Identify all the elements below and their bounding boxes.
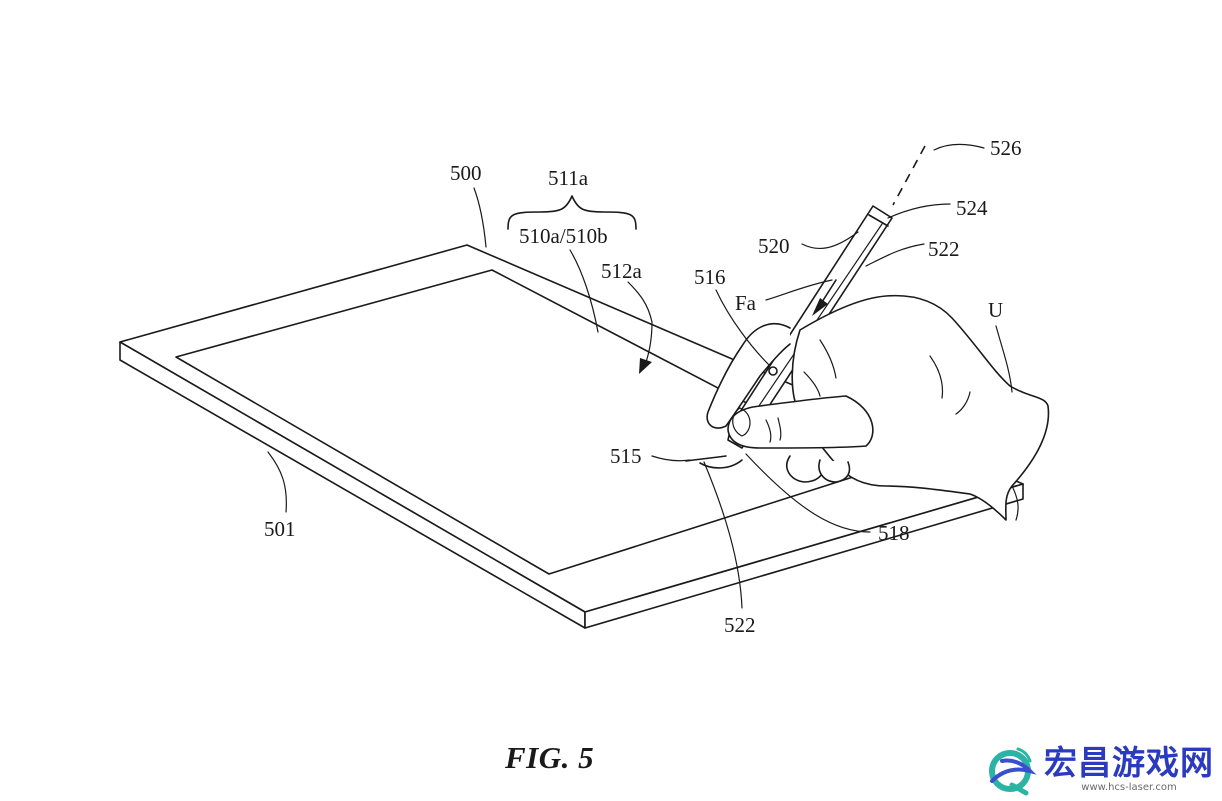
label-522-top: 522 — [928, 237, 960, 261]
label-524: 524 — [956, 196, 988, 220]
dragon-logo-icon — [989, 747, 1037, 796]
watermark-url: www.hcs-laser.com — [1081, 782, 1177, 793]
label-526: 526 — [990, 136, 1022, 160]
hand — [706, 294, 1050, 521]
arrow-512a — [639, 321, 653, 374]
label-510a-510b: 510a/510b — [519, 224, 608, 248]
force-arrow — [812, 279, 837, 316]
label-511a: 511a — [548, 166, 589, 190]
label-u: U — [988, 298, 1003, 322]
label-512a: 512a — [601, 259, 643, 283]
figure-caption: FIG. 5 — [505, 740, 595, 775]
leader-lines — [267, 143, 1013, 609]
label-fa: Fa — [735, 291, 757, 315]
reference-labels: 500 501 511a 510a/510b 512a 516 Fa 520 5… — [264, 136, 1022, 637]
brace-511a — [507, 195, 637, 230]
tablet-device — [119, 244, 1024, 629]
watermark: 宏昌游戏网 www.hcs-laser.com — [982, 741, 1214, 797]
label-501: 501 — [264, 517, 296, 541]
label-520: 520 — [758, 234, 790, 258]
label-518: 518 — [878, 521, 910, 545]
watermark-brand: 宏昌游戏网 — [1044, 743, 1214, 782]
drawn-stroke-curl — [699, 459, 743, 469]
label-500: 500 — [450, 161, 482, 185]
label-516: 516 — [694, 265, 726, 289]
label-515: 515 — [610, 444, 642, 468]
label-522-bottom: 522 — [724, 613, 756, 637]
